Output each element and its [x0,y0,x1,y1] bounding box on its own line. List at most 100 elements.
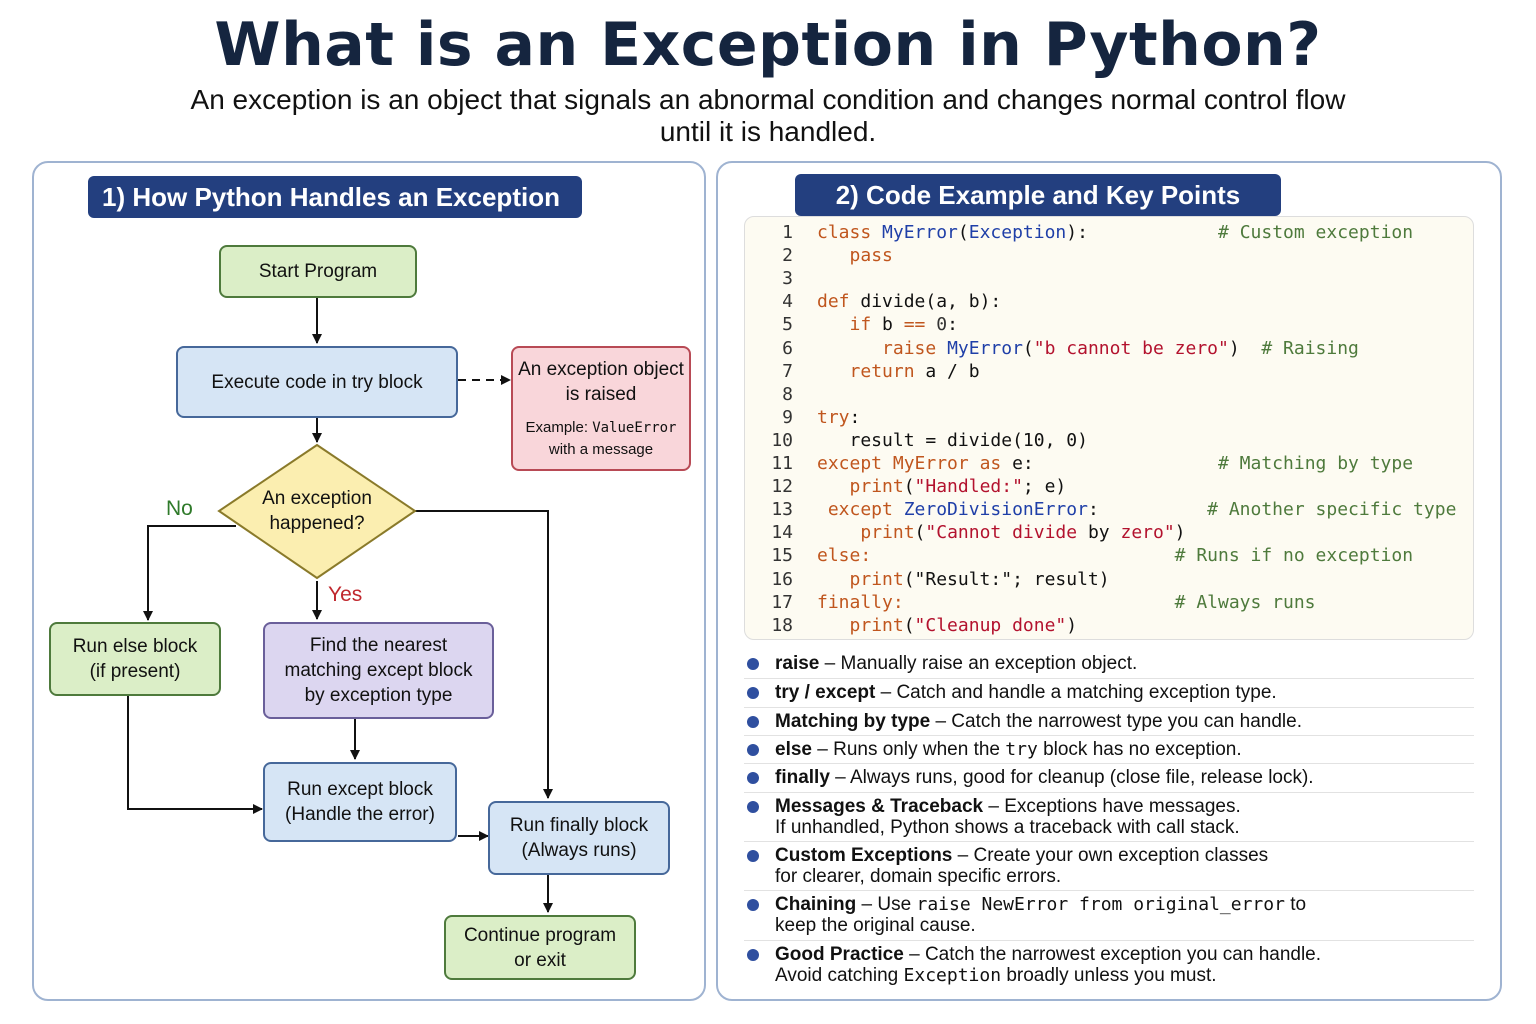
line-number: 16 [771,568,793,590]
code-text: if b == 0: [817,314,958,335]
node-exception-raised: An exception object is raised Example: V… [511,346,691,471]
node-continue: Continue program or exit [444,915,636,980]
line-number: 12 [771,476,793,498]
code-line: 13 except ZeroDivisionError: # Another s… [745,499,1473,522]
key-point-item: else – Runs only when the try block has … [744,736,1474,764]
code-token: # Runs if no exception [1174,545,1414,567]
code-text: return a / b [817,361,980,382]
code-token: # Always runs [1174,591,1316,613]
code-token: except [817,499,904,521]
bullet-dot-icon [747,744,759,756]
key-point-desc: – Manually raise an exception object. [819,653,1138,674]
line-number: 8 [782,383,793,405]
code-text: print("Result:"; result) [817,569,1110,590]
key-point-desc: – Catch and handle a matching exception … [875,682,1277,703]
code-token: print [849,614,904,636]
code-text: raise MyError("b cannot be zero") # Rais… [817,338,1359,359]
finally-line-2: (Always runs) [521,840,637,861]
code-token: pass [849,245,893,267]
code-token: ( [903,476,915,498]
line-number: 7 [782,360,793,382]
code-text: finally: # Always runs [817,592,1316,613]
line-number: 15 [771,545,793,567]
code-line: 17 finally: # Always runs [745,592,1473,615]
subtitle-line-1: An exception is an object that signals a… [190,84,1346,115]
code-line: 8 [745,384,1473,407]
code-token: raise [882,337,948,359]
code-token: MyError [892,453,980,474]
key-point-desc: – Create your own exception classes [952,845,1269,866]
key-point-text: else – Runs only when the try block has … [775,739,1474,760]
key-point-term: Matching by type [775,711,931,732]
code-token: as [979,453,1013,474]
except-line-1: Run except block [287,779,433,800]
subtitle-line-2: until it is handled. [659,116,877,147]
key-point-text: Messages & Traceback – Exceptions have m… [775,796,1474,838]
bullet-dot-icon [747,658,759,670]
find-line-1: Find the nearest [309,635,448,656]
else-line-1: Run else block [72,636,198,657]
flowchart-panel-header: 1) How Python Handles an Exception [88,176,582,218]
line-number: 13 [771,499,793,521]
key-point-text: Matching by type – Catch the narrowest t… [775,711,1474,732]
line-number: 10 [771,429,793,451]
code-text: try: [817,407,860,428]
code-token [817,569,850,590]
key-point-text: raise – Manually raise an exception obje… [775,653,1474,674]
line-number: 9 [782,406,793,428]
code-token: return [849,360,926,382]
line-number: 3 [782,268,793,290]
arrow-decision-no [143,525,236,621]
key-point-desc: – Runs only when the [811,739,1006,760]
inline-code: try [1005,739,1038,760]
code-token: e: [1012,453,1034,474]
except-line-2: (Handle the error) [285,804,435,825]
key-point-term: try / except [775,682,876,703]
code-line: 2 pass [745,245,1473,268]
key-point-desc: Avoid catching [775,965,904,986]
key-point-desc: broadly unless you must. [1001,965,1217,986]
label-no: No [166,497,193,520]
code-token: : [1087,499,1099,521]
code-line: 5 if b == 0: [745,314,1473,337]
node-execute-try: Execute code in try block [176,346,458,418]
key-point-desc: – Catch the narrowest exception you can … [903,944,1322,965]
key-point-item: raise – Manually raise an exception obje… [744,650,1474,679]
key-point-item: Custom Exceptions – Create your own exce… [744,842,1474,891]
inline-code: raise NewError from original_error [916,894,1285,915]
raised-example: Example: ValueError [526,417,677,439]
code-token: # Matching by type [1218,453,1414,474]
node-finally-block: Run finally block (Always runs) [488,801,670,875]
code-text: class MyError(Exception): # Custom excep… [817,222,1413,243]
key-point-item: finally – Always runs, good for cleanup … [744,764,1474,793]
node-find-except: Find the nearest matching except block b… [263,622,494,719]
arrow-decision-to-finally [415,510,553,799]
bullet-dot-icon [747,687,759,699]
node-except-block: Run except block (Handle the error) [263,762,457,842]
code-token: except [817,453,893,474]
code-token: zero" [1109,522,1175,544]
node-decision: An exception happened? [219,486,415,536]
code-line: 3 [745,268,1473,291]
code-token: "Cleanup done" [914,614,1067,636]
line-number: 17 [771,591,793,613]
key-point-item: Chaining – Use raise NewError from origi… [744,891,1474,941]
bullet-dot-icon [747,801,759,813]
code-token: finally: [817,591,904,613]
code-text: print("Cleanup done") [817,614,1078,636]
code-line: 14 print("Cannot divide by zero") [745,522,1473,545]
key-point-term: Custom Exceptions [775,845,953,866]
code-token: # Raising [1261,337,1359,359]
code-text: pass [817,245,893,266]
code-token: by [1087,522,1110,544]
find-line-3: by exception type [304,685,453,706]
code-token: Exception [968,222,1067,243]
bullet-dot-icon [747,850,759,862]
key-point-item: Messages & Traceback – Exceptions have m… [744,793,1474,842]
continue-line-1: Continue program [463,924,617,946]
node-execute-try-label: Execute code in try block [211,371,423,393]
